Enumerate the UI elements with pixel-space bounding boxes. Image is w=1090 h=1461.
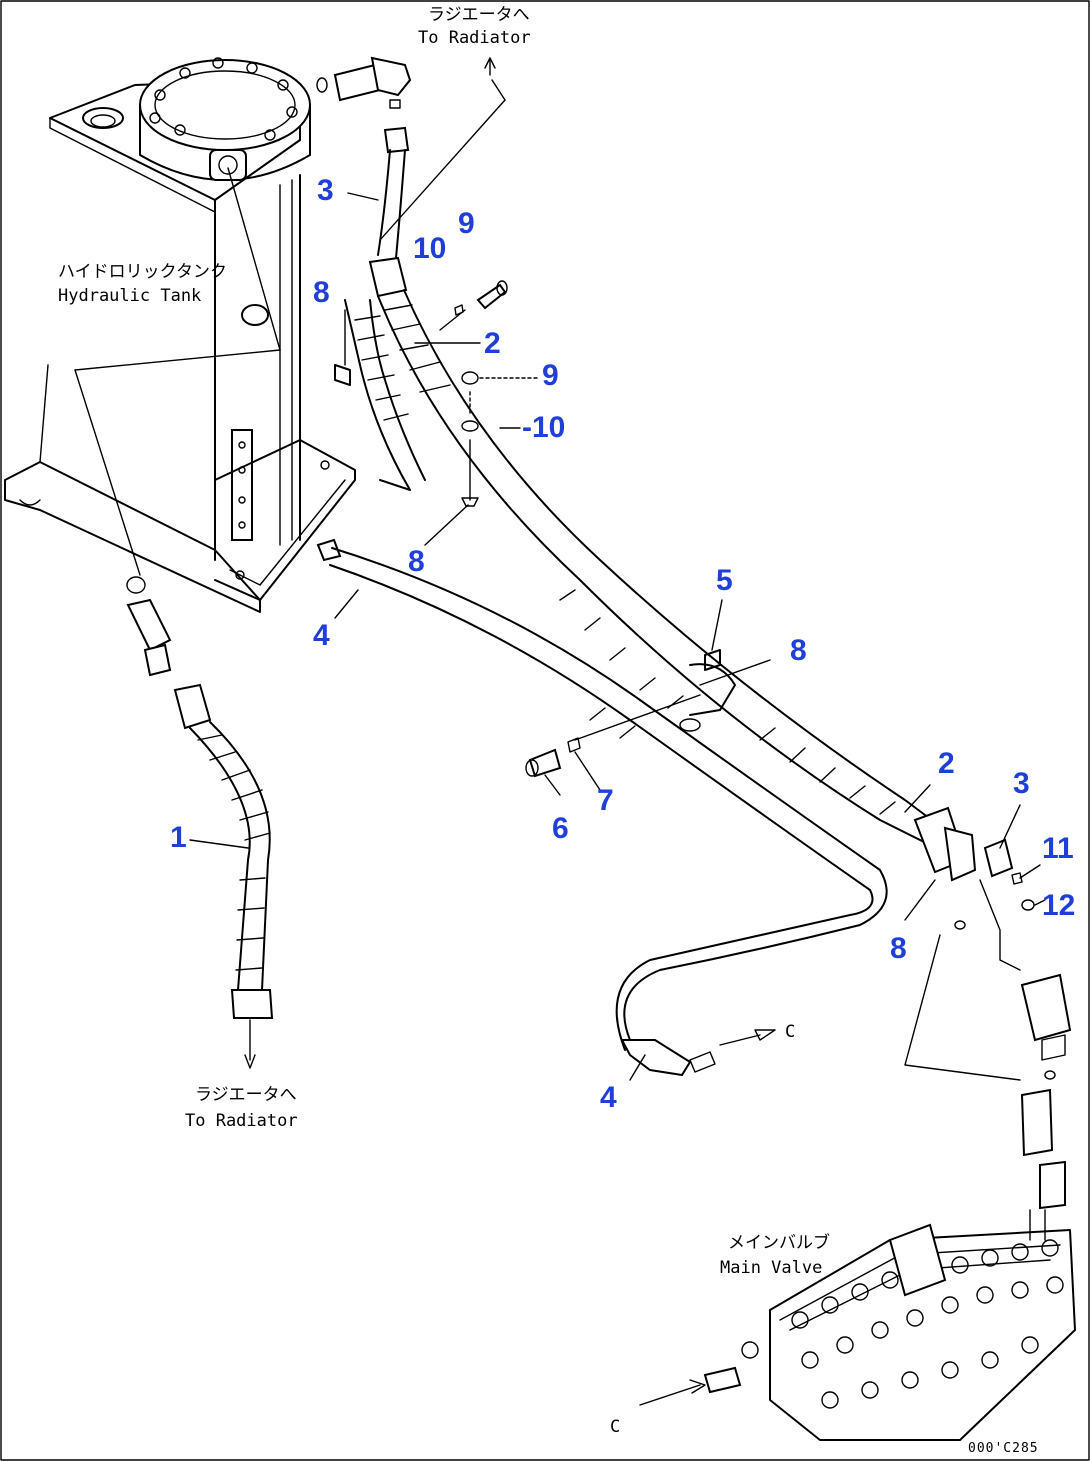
radiator-top-label-en: To Radiator (418, 28, 531, 48)
clamp-5 (574, 649, 771, 741)
bolt-9-middle (461, 371, 479, 507)
callout-6: 6 (552, 812, 569, 845)
drawing-code: 000'C285 (968, 1441, 1039, 1456)
callout-4-upper: 4 (313, 619, 330, 652)
callout-9-upper: 9 (458, 207, 475, 240)
callout-12: 12 (1042, 889, 1075, 922)
hose-4 (316, 538, 888, 1077)
callout-11: 11 (1042, 832, 1074, 865)
callout-1: 1 (170, 821, 187, 854)
bolt-9-upper (439, 280, 508, 331)
hose-1 (126, 576, 274, 1069)
valve-label-en: Main Valve (720, 1258, 822, 1278)
callout-9-middle: 9 (542, 359, 559, 392)
hose-2 (368, 256, 977, 882)
callout-7: 7 (597, 784, 614, 817)
radiator-bottom-label-en: To Radiator (185, 1111, 298, 1131)
callout-5: 5 (716, 564, 733, 597)
hydraulic-tank (4, 57, 356, 613)
callout-4-lower: 4 (600, 1081, 617, 1114)
tank-label-jp: ハイドロリックタンク (58, 262, 227, 282)
bolt-6 (525, 737, 581, 778)
valve-label-jp: メインバルブ (728, 1232, 830, 1253)
radiator-bottom-label-jp: ラジエータへ (195, 1085, 297, 1105)
callout-3-upper: 3 (317, 174, 334, 207)
callout-leaders (189, 192, 1046, 1081)
tank-label-en: Hydraulic Tank (58, 286, 201, 306)
top-radiator-fitting (316, 56, 506, 241)
right-fittings (904, 838, 1072, 1241)
callout-8-upper: 8 (313, 276, 330, 309)
callout-8-clamp: 8 (790, 634, 807, 667)
radiator-top-label-jp: ラジエータへ (428, 5, 530, 25)
ref-c-lower: C (610, 1417, 620, 1437)
callout-8-lower: 8 (890, 932, 907, 965)
clamp-8-upper (334, 299, 426, 491)
callout-10-upper: 10 (413, 232, 446, 265)
callout-2-upper: 2 (484, 327, 501, 360)
spiral-guard (559, 589, 684, 739)
ref-c-upper: C (785, 1022, 795, 1042)
callout-2-lower: 2 (938, 747, 955, 780)
main-valve (639, 1223, 1076, 1441)
callout-10-middle: -10 (522, 411, 565, 444)
hose-3-upper (377, 149, 406, 259)
callout-8-middle: 8 (408, 545, 425, 578)
callout-3-lower: 3 (1013, 767, 1030, 800)
